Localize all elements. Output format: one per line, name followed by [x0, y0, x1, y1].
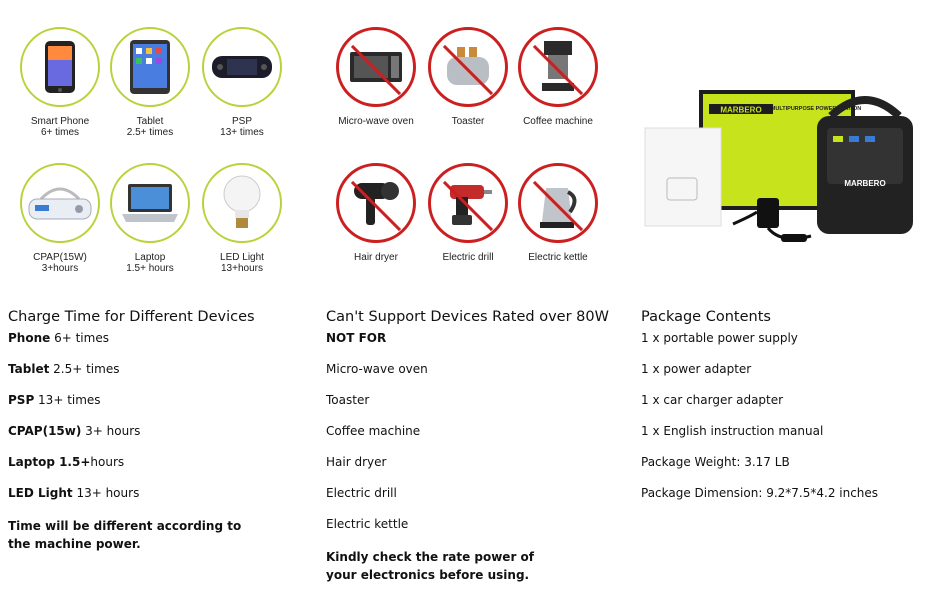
box-subtitle: MULTIPURPOSE POWER STATION: [771, 106, 861, 112]
unsupported-device: Hair dryer: [328, 163, 424, 263]
smartphone-icon: [20, 27, 100, 107]
device-charge: 2.5+ times: [126, 127, 174, 138]
spec-line: Tablet 2.5+ times: [8, 362, 120, 376]
spec-line: 1 x English instruction manual: [641, 424, 824, 438]
device-charge: 13+ times: [220, 127, 264, 138]
device-charge: 6+ times: [40, 127, 80, 138]
unit-brand: MARBERO: [844, 179, 885, 188]
toaster-icon: [428, 27, 508, 107]
spec-line: Laptop 1.5+hours: [8, 455, 125, 469]
spec-line: Hair dryer: [326, 455, 387, 469]
supported-device: CPAP(15W)3+hours: [12, 163, 108, 274]
spec-line: 1 x portable power supply: [641, 331, 798, 345]
device-charge: 13+hours: [221, 263, 263, 274]
device-name: Hair dryer: [354, 252, 398, 263]
electric-drill-icon: [428, 163, 508, 243]
unsupported-device: Coffee machine: [510, 27, 606, 127]
unsupported-device: Toaster: [420, 27, 516, 127]
microwave-icon: [336, 27, 416, 107]
cpap-icon: [20, 163, 100, 243]
unsupported-device: Electric kettle: [510, 163, 606, 263]
section-heading: Can't Support Devices Rated over 80W: [326, 309, 609, 325]
section-heading: Package Contents: [641, 309, 771, 325]
box-brand: MARBERO: [720, 106, 761, 115]
laptop-icon: [110, 163, 190, 243]
spec-line: Package Dimension: 9.2*7.5*4.2 inches: [641, 486, 879, 500]
device-name: Toaster: [451, 116, 485, 127]
hair-dryer-icon: [336, 163, 416, 243]
spec-line: Package Weight: 3.17 LB: [641, 455, 790, 469]
spec-line: Coffee machine: [326, 424, 421, 438]
spec-line: CPAP(15w) 3+ hours: [8, 424, 141, 438]
section-heading: Charge Time for Different Devices: [8, 309, 255, 325]
unsupported-device: Electric drill: [420, 163, 516, 263]
device-name: Electric drill: [442, 252, 494, 263]
product-image: MARBERO MULTIPURPOSE POWER STATION MARBE…: [641, 86, 913, 246]
psp-icon: [202, 27, 282, 107]
device-name: PSP: [231, 116, 252, 127]
spec-line: Micro-wave oven: [326, 362, 428, 376]
device-name: Tablet: [136, 116, 164, 127]
device-name: Micro-wave oven: [338, 116, 414, 127]
spec-line: 1 x power adapter: [641, 362, 752, 376]
note-text: Kindly check the rate power of your elec…: [326, 550, 535, 582]
unsupported-device: Micro-wave oven: [328, 27, 424, 127]
device-charge: 1.5+ hours: [126, 263, 174, 274]
spec-line: Electric kettle: [326, 517, 409, 531]
unsupported-section: Can't Support Devices Rated over 80W NOT…: [326, 309, 609, 584]
led-bulb-icon: [202, 163, 282, 243]
device-name: Smart Phone: [30, 116, 90, 127]
tablet-icon: [110, 27, 190, 107]
spec-line: 1 x car charger adapter: [641, 393, 784, 407]
not-for-label: NOT FOR: [326, 331, 387, 345]
package-contents-section: Package Contents 1 x portable power supp…: [641, 309, 878, 517]
spec-line: LED Light 13+ hours: [8, 486, 140, 500]
electric-kettle-icon: [518, 163, 598, 243]
spec-line: Phone 6+ times: [8, 331, 109, 345]
coffee-machine-icon: [518, 27, 598, 107]
spec-line: Toaster: [326, 393, 370, 407]
device-name: LED Light: [220, 252, 264, 263]
note-text: Time will be different according to the …: [8, 519, 242, 551]
device-name: Electric kettle: [528, 252, 588, 263]
device-charge: 3+hours: [41, 263, 79, 274]
charge-time-section: Charge Time for Different Devices Phone …: [8, 309, 258, 553]
device-name: Coffee machine: [523, 116, 593, 127]
device-name: CPAP(15W): [33, 252, 87, 263]
spec-line: PSP 13+ times: [8, 393, 101, 407]
spec-line: Electric drill: [326, 486, 397, 500]
device-name: Laptop: [134, 252, 166, 263]
